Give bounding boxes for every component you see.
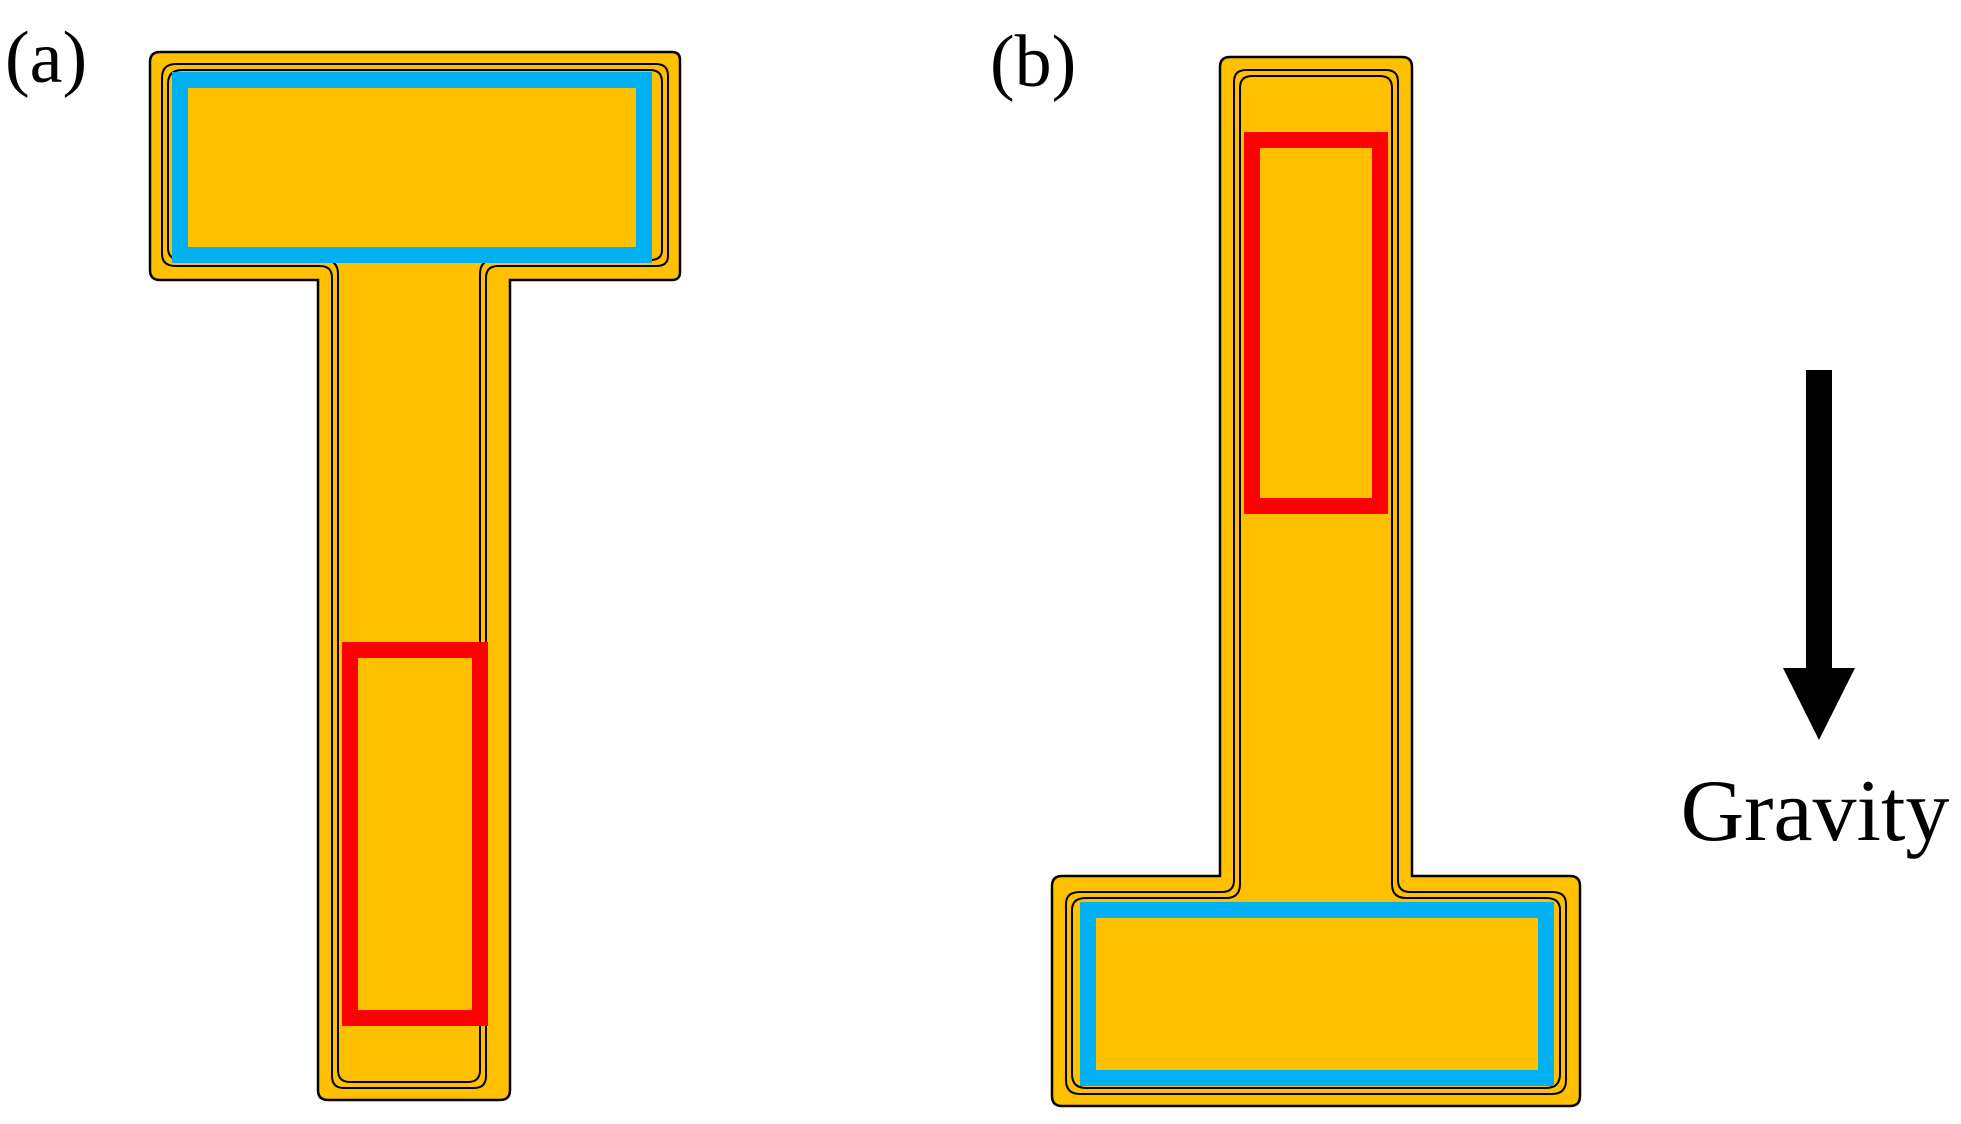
panel-a-t-body	[148, 50, 682, 1102]
gravity-label: Gravity	[1681, 763, 1950, 860]
panel-b-inner-contour-2	[1071, 75, 1561, 1089]
gravity-arrow-shaft	[1806, 370, 1832, 670]
gravity-indicator: Gravity	[1681, 370, 1950, 860]
panel-a-inner-contour-2	[167, 69, 663, 1083]
panel-a-bottom-region	[342, 642, 488, 1026]
panel-a-label: (a)	[5, 17, 87, 99]
gravity-arrow-head	[1783, 668, 1855, 740]
panel-b-inner-contour	[1065, 69, 1567, 1095]
panel-b-top-region	[1244, 132, 1388, 514]
panel-b-bottom-region	[1080, 902, 1554, 1086]
panel-a-inner-contour	[161, 63, 669, 1089]
panel-b-t-body	[1050, 55, 1582, 1108]
panel-a-top-region	[172, 72, 652, 263]
panel-a: (a)	[5, 17, 682, 1102]
panel-b: (b)	[990, 21, 1582, 1108]
panel-b-label: (b)	[990, 21, 1076, 103]
